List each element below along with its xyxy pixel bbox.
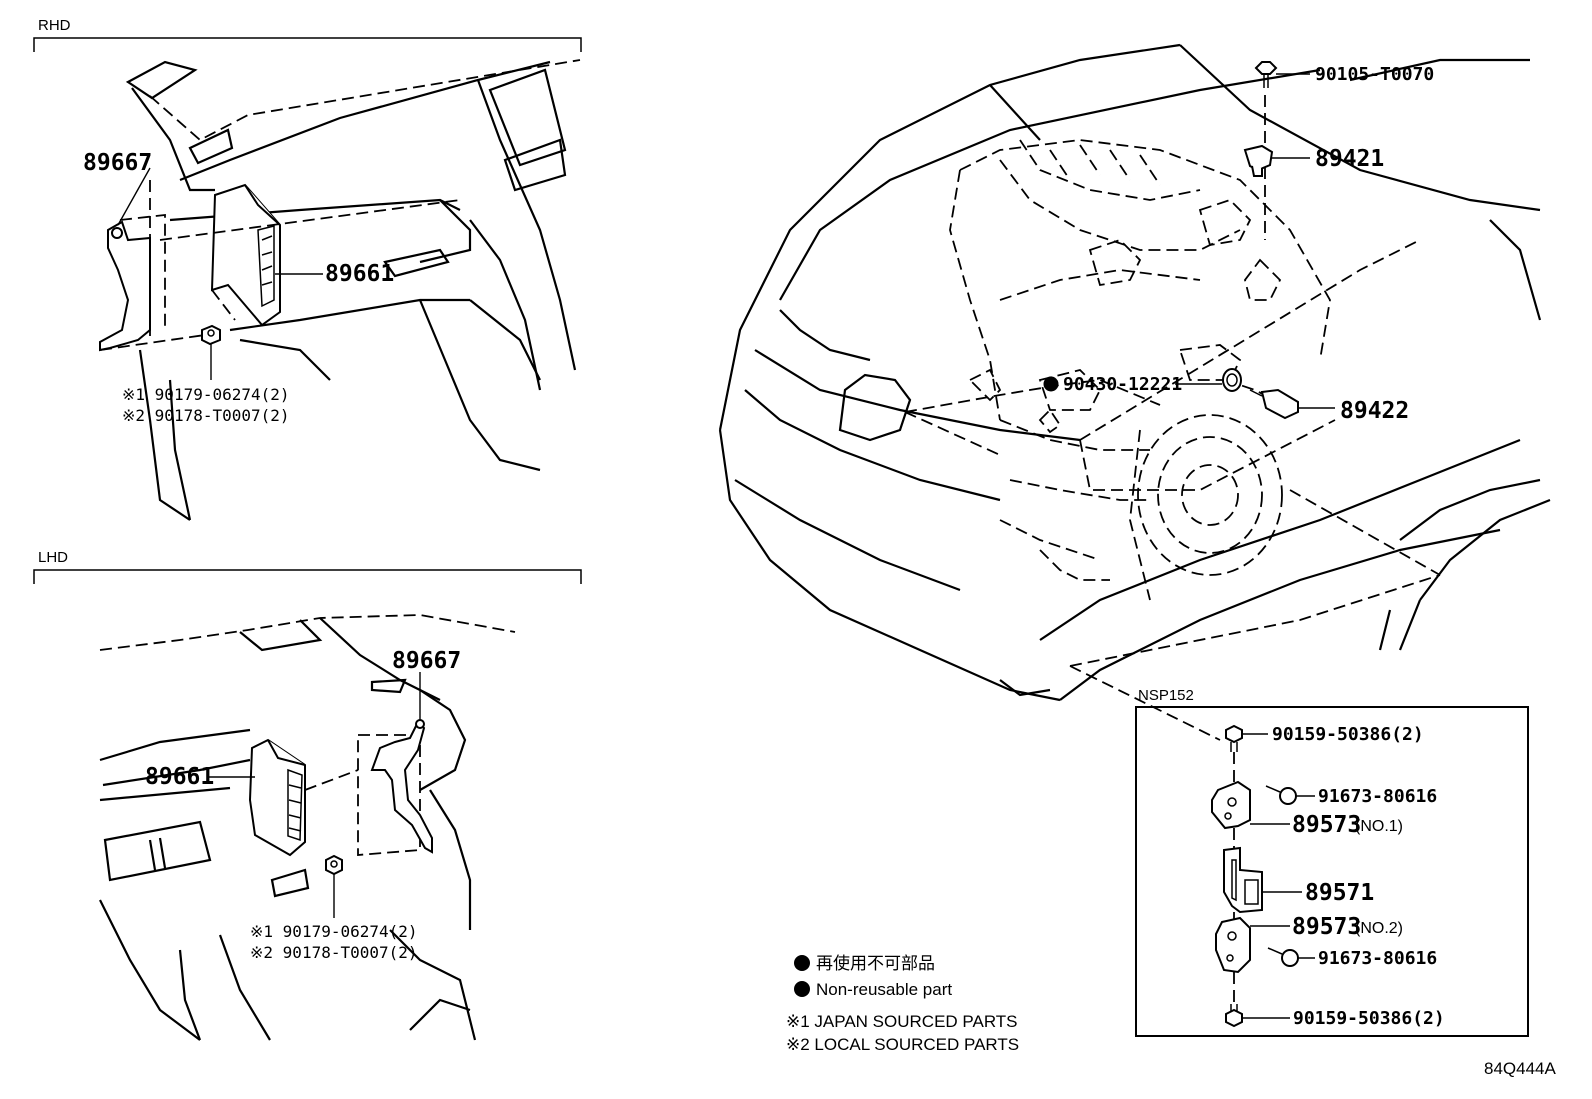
label-89421: 89421 [1315, 146, 1384, 172]
label-90159-50386-bottom: 90159-50386(2) [1293, 1008, 1445, 1029]
nsp152-header: NSP152 [1138, 687, 1194, 704]
lhd-dashboard-outline [99, 614, 516, 1041]
rhd-dashboard-outline [125, 59, 581, 521]
nsp-sensor-89571 [1223, 846, 1263, 914]
rhd-note-2: ※2 90178-T0007(2) [122, 406, 290, 425]
rhd-label-89661: 89661 [325, 261, 394, 287]
rhd-ecu-89661 [99, 183, 461, 351]
lhd-nut [325, 854, 343, 918]
label-90430-12221: 90430-12221 [1063, 374, 1182, 395]
rhd-note-1: ※1 90179-06274(2) [122, 385, 290, 404]
legend-nonreusable-jp: 再使用不可部品 [816, 953, 935, 973]
lhd-label-89667: 89667 [392, 648, 461, 674]
rhd-leader-89667 [117, 167, 151, 226]
illustration-code: 84Q444A [1484, 1059, 1556, 1078]
lhd-ecu-89661 [248, 738, 359, 857]
rhd-panel: RHD [33, 17, 582, 521]
nsp-bracket-no1 [1211, 780, 1251, 830]
nsp-bolt-top [1225, 724, 1268, 752]
engine-screw-90105 [1254, 61, 1310, 88]
nsp152-frame [1135, 706, 1529, 1037]
label-89573-no2: 89573 [1292, 914, 1361, 940]
engine-sensor-89422 [1249, 388, 1335, 420]
nsp-nut-2 [1267, 947, 1315, 967]
rhd-header: RHD [38, 17, 71, 34]
label-89571: 89571 [1305, 880, 1374, 906]
label-89422: 89422 [1340, 398, 1409, 424]
lhd-label-89661: 89661 [145, 764, 214, 790]
legend-marker-en [794, 981, 810, 997]
label-91673-80616-2: 91673-80616 [1318, 948, 1437, 969]
legend-japan-sourced: ※1 JAPAN SOURCED PARTS [786, 1012, 1018, 1031]
legend: 再使用不可部品 Non-reusable part ※1 JAPAN SOURC… [786, 953, 1019, 1054]
rhd-header-bracket [33, 37, 582, 52]
lhd-note-1: ※1 90179-06274(2) [250, 922, 418, 941]
engine-gasket-90430 [1222, 368, 1242, 392]
nsp152-inset: NSP152 90159-50386(2) 89573 (NO.1) 91673… [1135, 687, 1529, 1037]
lhd-panel: LHD [33, 549, 582, 1041]
legend-local-sourced: ※2 LOCAL SOURCED PARTS [786, 1035, 1019, 1054]
nonreusable-marker-90430 [1043, 376, 1059, 392]
nsp-bracket-no2 [1215, 916, 1251, 974]
engine-block [949, 139, 1331, 581]
lhd-header: LHD [38, 549, 68, 566]
lhd-bracket-89667 [370, 719, 433, 854]
legend-marker-jp [794, 955, 810, 971]
label-90105-T0070: 90105-T0070 [1315, 64, 1434, 85]
label-89573-no1-note: (NO.1) [1355, 818, 1403, 835]
lhd-header-bracket [33, 569, 582, 584]
rhd-label-89667: 89667 [83, 150, 152, 176]
label-90159-50386-top: 90159-50386(2) [1272, 724, 1424, 745]
nsp-bolt-bottom [1225, 1004, 1290, 1028]
flywheel [1129, 414, 1283, 601]
lhd-note-2: ※2 90178-T0007(2) [250, 943, 418, 962]
label-91673-80616-1: 91673-80616 [1318, 786, 1437, 807]
label-89573-no1: 89573 [1292, 812, 1361, 838]
legend-nonreusable-en: Non-reusable part [816, 980, 952, 999]
nsp-nut-1 [1265, 785, 1315, 805]
label-89573-no2-note: (NO.2) [1355, 920, 1403, 937]
engine-bay-drawing [718, 43, 1551, 741]
rhd-bracket-89667 [99, 180, 166, 352]
engine-sensor-89421 [1243, 144, 1310, 177]
rhd-nut [201, 324, 221, 380]
